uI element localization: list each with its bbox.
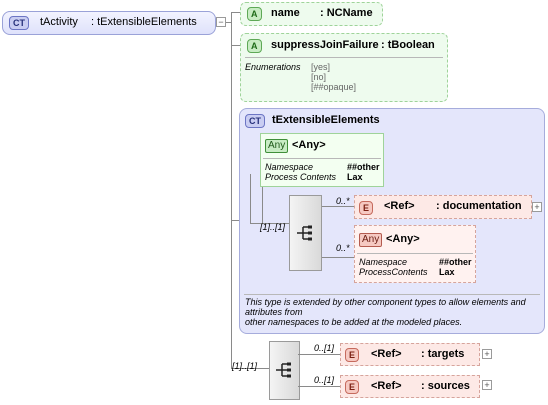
- element-sources[interactable]: E <Ref> : sources: [340, 375, 480, 398]
- process-contents-value: Lax: [347, 172, 363, 182]
- any-label: <Any>: [386, 233, 420, 245]
- connector: [231, 368, 271, 369]
- connector: [231, 12, 232, 369]
- element-badge: E: [345, 348, 360, 362]
- any-element-top[interactable]: Any <Any> Namespace ##other Process Cont…: [260, 133, 384, 187]
- any-badge: Any: [265, 139, 289, 153]
- expand-icon[interactable]: +: [482, 349, 492, 359]
- enum-value: [##opaque]: [311, 82, 357, 92]
- process-contents-label: ProcessContents: [359, 267, 428, 277]
- enum-value: [no]: [311, 72, 327, 82]
- sequence-icon: [276, 362, 291, 378]
- element-ref: <Ref>: [371, 348, 402, 360]
- targets-cardinality: 0..[1]: [314, 343, 335, 353]
- element-name: : documentation: [436, 200, 522, 212]
- attribute-name[interactable]: A name : NCName: [240, 2, 383, 26]
- namespace-value: ##other: [439, 257, 472, 267]
- any-cardinality: 0..*: [336, 243, 350, 253]
- sources-cardinality: 0..[1]: [314, 375, 335, 385]
- expand-icon[interactable]: +: [532, 202, 542, 212]
- element-badge: E: [359, 201, 374, 215]
- any-badge: Any: [359, 233, 383, 247]
- any-element-bottom[interactable]: Any <Any> Namespace ##other ProcessConte…: [354, 225, 476, 283]
- enumerations-label: Enumerations: [245, 62, 301, 72]
- complex-type-extensible-elements[interactable]: CT tExtensibleElements Any <Any> Namespa…: [239, 108, 545, 334]
- complex-type-badge: CT: [245, 114, 265, 128]
- element-name: : sources: [421, 380, 470, 392]
- collapse-icon[interactable]: −: [216, 17, 226, 27]
- element-badge: E: [345, 380, 360, 394]
- outer-sequence-compositor[interactable]: [269, 341, 300, 400]
- documentation-cardinality: 0..*: [336, 196, 350, 206]
- connector: [231, 45, 243, 46]
- process-contents-value: Lax: [439, 267, 455, 277]
- complex-type-title: tExtensibleElements: [272, 114, 380, 126]
- connector: [231, 220, 241, 221]
- attribute-name-label: name: [271, 7, 300, 19]
- type-note: This type is extended by other component…: [245, 297, 541, 327]
- element-documentation[interactable]: E <Ref> : documentation: [354, 195, 532, 219]
- namespace-label: Namespace: [359, 257, 408, 267]
- attribute-badge: A: [247, 39, 262, 53]
- root-name: tActivity: [40, 16, 78, 28]
- sequence-icon: [297, 225, 312, 241]
- enum-value: [yes]: [311, 62, 331, 72]
- attribute-badge: A: [247, 7, 262, 21]
- root-type: : tExtensibleElements: [91, 16, 197, 28]
- note-line: other namespaces to be added at the mode…: [245, 317, 463, 327]
- root-complex-type[interactable]: CT tActivity : tExtensibleElements: [2, 11, 216, 35]
- attribute-type: : NCName: [320, 7, 373, 19]
- sequence-cardinality: [1]..[1]: [260, 222, 286, 232]
- note-line: This type is extended by other component…: [245, 297, 526, 317]
- outer-sequence-cardinality: [1]..[1]: [232, 361, 258, 371]
- namespace-label: Namespace: [265, 162, 314, 172]
- sequence-compositor[interactable]: [289, 195, 322, 271]
- attribute-suppress-join-failure[interactable]: A suppressJoinFailure : tBoolean Enumera…: [240, 33, 448, 102]
- process-contents-label: Process Contents: [265, 172, 337, 182]
- element-targets[interactable]: E <Ref> : targets: [340, 343, 480, 366]
- element-ref: <Ref>: [371, 380, 402, 392]
- expand-icon[interactable]: +: [482, 380, 492, 390]
- attribute-type: : tBoolean: [381, 39, 435, 51]
- connector: [231, 12, 243, 13]
- any-label: <Any>: [292, 139, 326, 151]
- complex-type-badge: CT: [9, 16, 29, 30]
- namespace-value: ##other: [347, 162, 380, 172]
- attribute-name-label: suppressJoinFailure: [271, 39, 379, 51]
- element-ref: <Ref>: [384, 200, 415, 212]
- element-name: : targets: [421, 348, 465, 360]
